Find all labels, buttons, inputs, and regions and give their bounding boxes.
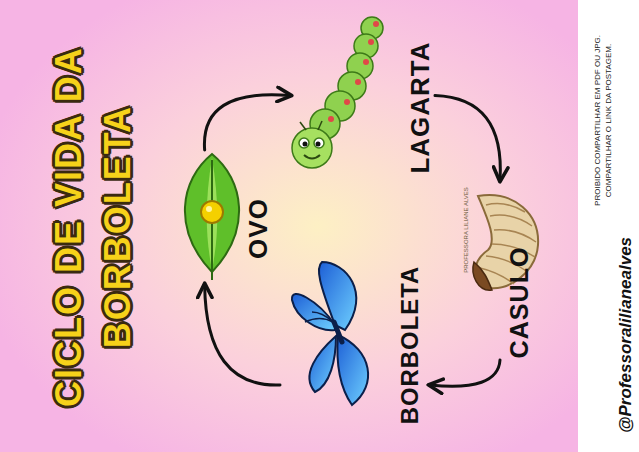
card-ground bbox=[0, 0, 578, 452]
stage-label: LAGARTA bbox=[405, 41, 436, 173]
caterpillar-picture bbox=[292, 17, 383, 168]
notice-text: COMPARTILHAR O LINK DA POSTAGEM. bbox=[604, 43, 613, 196]
watermark-small: PROFESSORA LILIANE ALVES bbox=[463, 187, 469, 273]
cycle-arrow bbox=[205, 285, 280, 385]
cycle-arrow bbox=[204, 95, 290, 150]
butterfly-picture bbox=[292, 262, 368, 405]
stage-label: OVO bbox=[242, 198, 273, 259]
stage-label: CASULO bbox=[505, 246, 534, 358]
title: CICLO DE VIDA DA BORBOLETA bbox=[45, 6, 142, 446]
stage-node: LAGARTA bbox=[290, 25, 435, 175]
notice-text: PROIBIDO COMPARTILHAR EM PDF OU JPG. bbox=[592, 35, 601, 206]
leaf-egg-picture bbox=[185, 154, 239, 280]
cycle-arrow bbox=[430, 360, 500, 386]
stage-label: BORBOLETA bbox=[396, 266, 424, 424]
stage-node: BORBOLETA bbox=[280, 265, 430, 425]
stage-node: OVO bbox=[170, 150, 275, 285]
cycle-arrow bbox=[435, 96, 500, 181]
watermark: @Professoralilianealves bbox=[616, 237, 636, 433]
